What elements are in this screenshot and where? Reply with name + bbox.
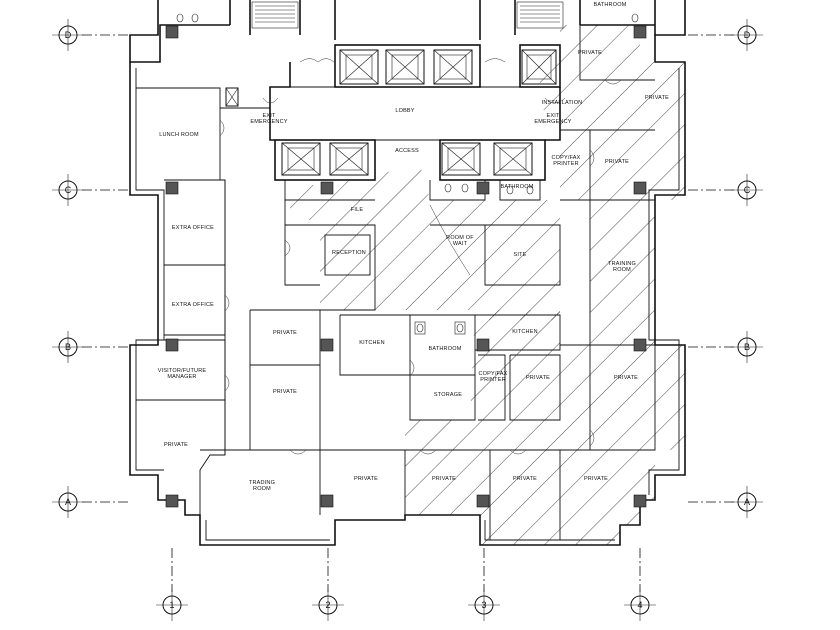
grid-bubbles: D D C C B B A bbox=[52, 19, 763, 621]
room-label-storage: STORAGE bbox=[434, 392, 462, 398]
room-label-kitchen-right: KITCHEN bbox=[512, 329, 538, 335]
room-label-access: ACCESS bbox=[395, 148, 419, 154]
room-label-lunch-room: LUNCH ROOM bbox=[159, 132, 199, 138]
room-label-kitchen-left: KITCHEN bbox=[359, 340, 385, 346]
grid-bubble-3: 3 bbox=[468, 589, 500, 621]
hatched-zones bbox=[290, 25, 685, 545]
room-label-private-bottom-1: PRIVATE bbox=[354, 476, 378, 482]
room-label-extra-office-1: EXTRA OFFICE bbox=[172, 225, 214, 231]
room-label-private-bottom-2: PRIVATE bbox=[432, 476, 456, 482]
grid-bubble-B-left: B bbox=[52, 331, 84, 363]
structural-columns bbox=[165, 25, 647, 508]
room-label-private-left-a: PRIVATE bbox=[273, 330, 297, 336]
grid-bubble-C-right: C bbox=[731, 174, 763, 206]
room-label-bathroom-mid: BATHROOM bbox=[429, 346, 462, 352]
svg-text:A: A bbox=[744, 497, 750, 507]
grid-bubble-C-left: C bbox=[52, 174, 84, 206]
svg-text:B: B bbox=[65, 342, 71, 352]
grid-bubble-D-left: D bbox=[52, 19, 84, 51]
interior-walls bbox=[136, 25, 656, 540]
room-label-bathroom-top: BATHROOM bbox=[594, 2, 627, 8]
svg-text:B: B bbox=[744, 342, 750, 352]
room-label-file: FILE bbox=[351, 207, 364, 213]
grid-bubble-B-right: B bbox=[731, 331, 763, 363]
core-walls bbox=[269, 44, 561, 181]
stairs bbox=[251, 1, 564, 29]
room-label-private-left-c: PRIVATE bbox=[164, 442, 188, 448]
room-label-extra-office-2: EXTRA OFFICE bbox=[172, 302, 214, 308]
grid-bubble-D-right: D bbox=[731, 19, 763, 51]
grid-bubble-A-right: A bbox=[731, 486, 763, 518]
room-label-private-right-lower: PRIVATE bbox=[614, 375, 638, 381]
room-label-site: SITE bbox=[513, 252, 526, 258]
room-label-private-bottom-4: PRIVATE bbox=[584, 476, 608, 482]
grid-lines bbox=[82, 34, 735, 592]
room-label-private-right-mid: PRIVATE bbox=[605, 159, 629, 165]
svg-text:4: 4 bbox=[637, 600, 642, 610]
room-label-private-left-b: PRIVATE bbox=[273, 389, 297, 395]
room-labels: BATHROOM PRIVATE PRIVATE LOBBY INSTALLAT… bbox=[158, 2, 669, 492]
room-label-reception: RECEPTION bbox=[332, 250, 366, 256]
room-label-lobby: LOBBY bbox=[395, 108, 414, 114]
grid-bubble-2: 2 bbox=[312, 589, 344, 621]
grid-bubble-1: 1 bbox=[156, 589, 188, 621]
svg-text:2: 2 bbox=[325, 600, 330, 610]
svg-text:A: A bbox=[65, 497, 71, 507]
elevators bbox=[225, 49, 557, 176]
svg-text:D: D bbox=[65, 30, 72, 40]
svg-text:C: C bbox=[65, 185, 72, 195]
grid-bubble-4: 4 bbox=[624, 589, 656, 621]
room-label-private-bottom-3: PRIVATE bbox=[513, 476, 537, 482]
fixtures bbox=[176, 13, 639, 335]
door-swings bbox=[219, 58, 622, 455]
grid-bubble-A-left: A bbox=[52, 486, 84, 518]
room-label-private-top-right: PRIVATE bbox=[578, 50, 602, 56]
room-label-private-right-upper: PRIVATE bbox=[645, 95, 669, 101]
svg-text:C: C bbox=[744, 185, 751, 195]
room-label-installation: INSTALLATION bbox=[542, 100, 583, 106]
room-label-bathroom-center: BATHROOM bbox=[501, 184, 534, 190]
room-label-private-mid: PRIVATE bbox=[526, 375, 550, 381]
svg-text:D: D bbox=[744, 30, 751, 40]
svg-text:1: 1 bbox=[169, 600, 174, 610]
svg-text:3: 3 bbox=[481, 600, 486, 610]
